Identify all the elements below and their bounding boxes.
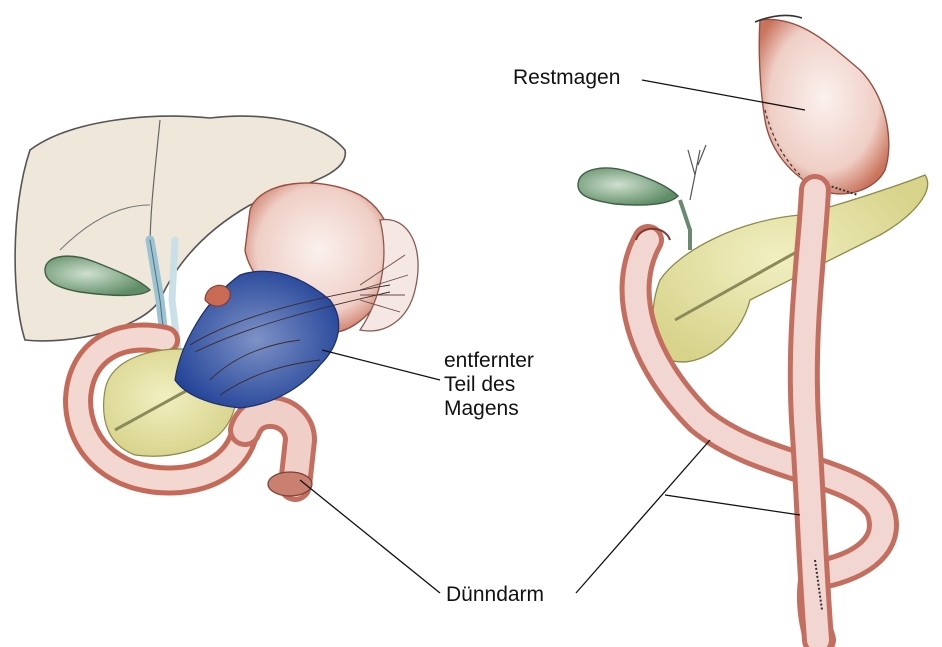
leader-duenndarm-right (576, 440, 710, 593)
label-restmagen: Restmagen (513, 66, 620, 90)
bile-duct-branch (688, 145, 706, 200)
label-entfernter-line3: Magens (444, 397, 534, 421)
leader-duenndarm-left (300, 480, 440, 593)
bile-duct-right (680, 200, 690, 250)
left-drawing (15, 116, 418, 496)
residual-stomach (759, 19, 889, 193)
label-duenndarm: Dünndarm (446, 583, 544, 607)
right-drawing (578, 15, 928, 640)
label-entfernter-line1: entfernter (444, 349, 534, 373)
label-entfernter-line2: Teil des (444, 373, 534, 397)
pylorus-knob (205, 285, 230, 306)
leader-duenndarm-right-2 (665, 495, 800, 515)
leader-entfernter (322, 350, 440, 380)
gallbladder-right (578, 168, 678, 205)
label-entfernter-teil: entfernter Teil des Magens (444, 349, 534, 421)
